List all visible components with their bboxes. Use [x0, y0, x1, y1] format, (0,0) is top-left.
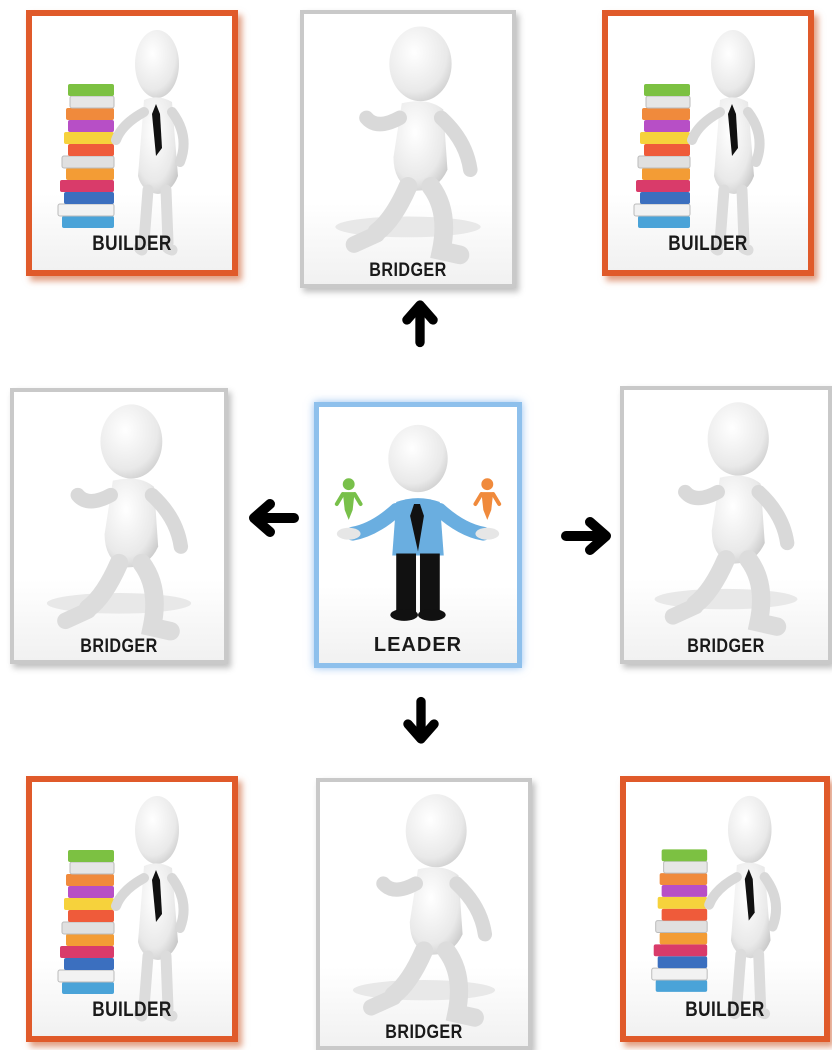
leader-card-center: LEADER [314, 402, 522, 668]
builder-card-top-left: BUILDER [26, 10, 238, 276]
bridger-figure-image [14, 392, 224, 660]
card-label: BUILDER [92, 998, 172, 1021]
card-label: LEADER [373, 634, 463, 656]
card-label: BUILDER [685, 998, 765, 1021]
card-label: BUILDER [92, 232, 172, 255]
builder-card-bottom-left: BUILDER [26, 776, 238, 1042]
arrow-up-icon [397, 292, 443, 348]
arrow-down-icon [398, 696, 444, 752]
leader-figure-image [319, 407, 517, 663]
builder-card-bottom-right: BUILDER [620, 776, 830, 1042]
bridger-card-right: BRIDGER [620, 386, 832, 664]
bridger-card-top: BRIDGER [300, 10, 516, 288]
card-label: BUILDER [668, 232, 748, 255]
card-label: BRIDGER [80, 636, 158, 657]
bridger-figure-image [320, 782, 528, 1046]
bridger-figure-image [624, 390, 828, 660]
card-label: BRIDGER [687, 636, 765, 657]
arrow-right-icon [560, 516, 620, 556]
card-label: BRIDGER [385, 1022, 463, 1043]
builder-card-top-right: BUILDER [602, 10, 814, 276]
bridger-figure-image [304, 14, 512, 284]
card-label: BRIDGER [369, 260, 447, 281]
bridger-card-bottom: BRIDGER [316, 778, 532, 1050]
arrow-left-icon [240, 498, 300, 538]
bridger-card-left: BRIDGER [10, 388, 228, 664]
